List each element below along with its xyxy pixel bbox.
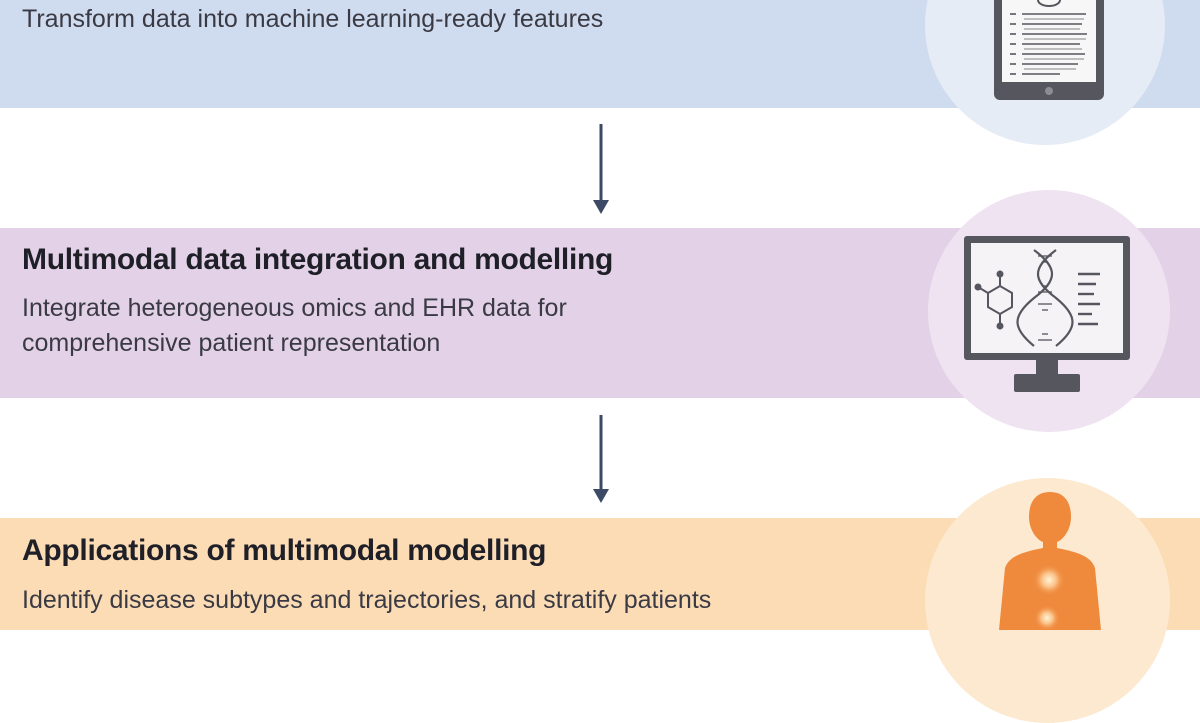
- flow-arrow-down: [593, 124, 609, 214]
- step-description: Transform data into machine learning-rea…: [22, 5, 604, 33]
- step-title: Multimodal data integration and modellin…: [22, 243, 614, 276]
- tablet-document-icon: [994, 0, 1104, 100]
- step-description-line-2: comprehensive patient representation: [22, 329, 441, 357]
- human-body-icon: [999, 492, 1101, 630]
- flow-arrow-down: [593, 415, 609, 503]
- monitor-dna-icon: [964, 236, 1130, 392]
- step-description-line-1: Integrate heterogeneous omics and EHR da…: [22, 294, 567, 322]
- step-description: Identify disease subtypes and trajectori…: [22, 586, 712, 614]
- step-title: Applications of multimodal modelling: [22, 534, 547, 567]
